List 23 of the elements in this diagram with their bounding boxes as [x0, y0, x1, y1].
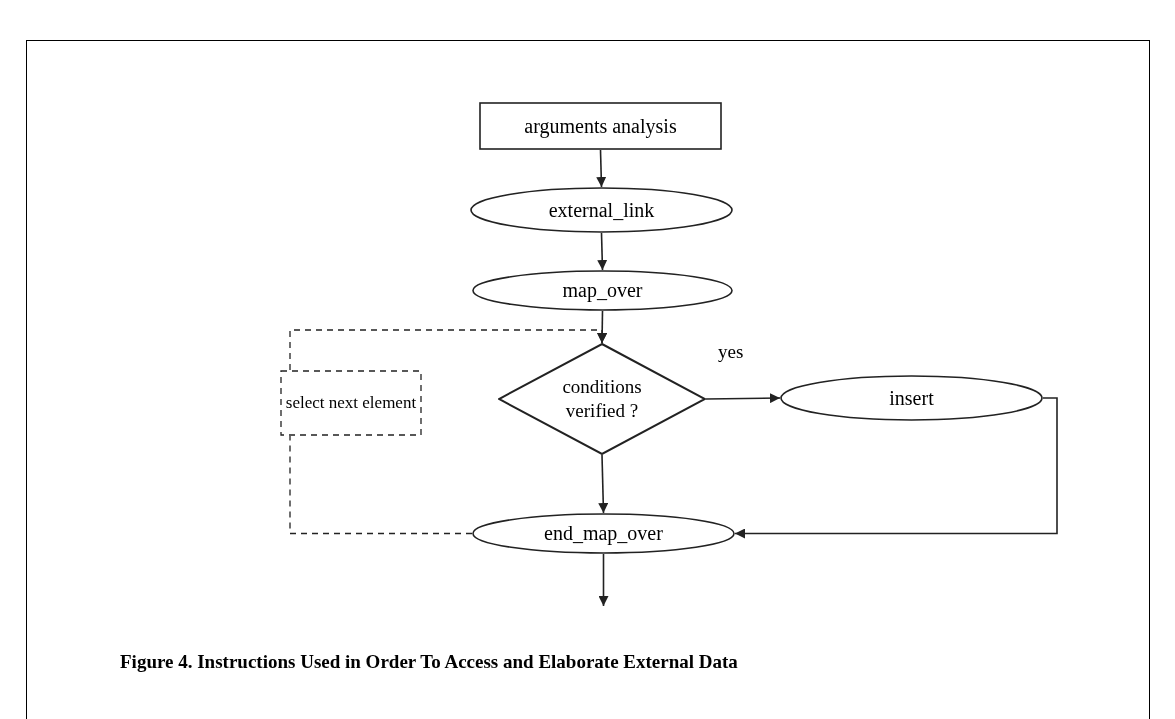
- process-box: [479, 102, 722, 150]
- process-ellipse: [470, 187, 733, 233]
- arrow: [734, 397, 1058, 539]
- process-ellipse: [472, 270, 733, 311]
- node-label: conditions verified ?: [561, 375, 643, 423]
- decision-diamond: [498, 343, 706, 455]
- node-label: arguments analysis: [524, 113, 677, 139]
- arrow: [705, 393, 781, 404]
- node-label: external_link: [548, 197, 655, 223]
- process-ellipse: [780, 375, 1043, 421]
- node-label: map_over: [562, 278, 643, 303]
- arrow: [598, 553, 609, 607]
- process-ellipse: [472, 513, 735, 554]
- arrow: [596, 149, 607, 188]
- arrow: [597, 232, 608, 271]
- dashed-connector: [289, 329, 607, 371]
- node-label: end_map_over: [544, 521, 663, 546]
- process-box: [280, 370, 422, 436]
- arrow: [598, 454, 609, 514]
- node-label: select next element: [285, 392, 417, 414]
- dashed-connector: [289, 435, 473, 535]
- node-label: insert: [889, 385, 934, 411]
- figure-caption: Figure 4. Instructions Used in Order To Access and Elaborate External Data: [120, 650, 739, 674]
